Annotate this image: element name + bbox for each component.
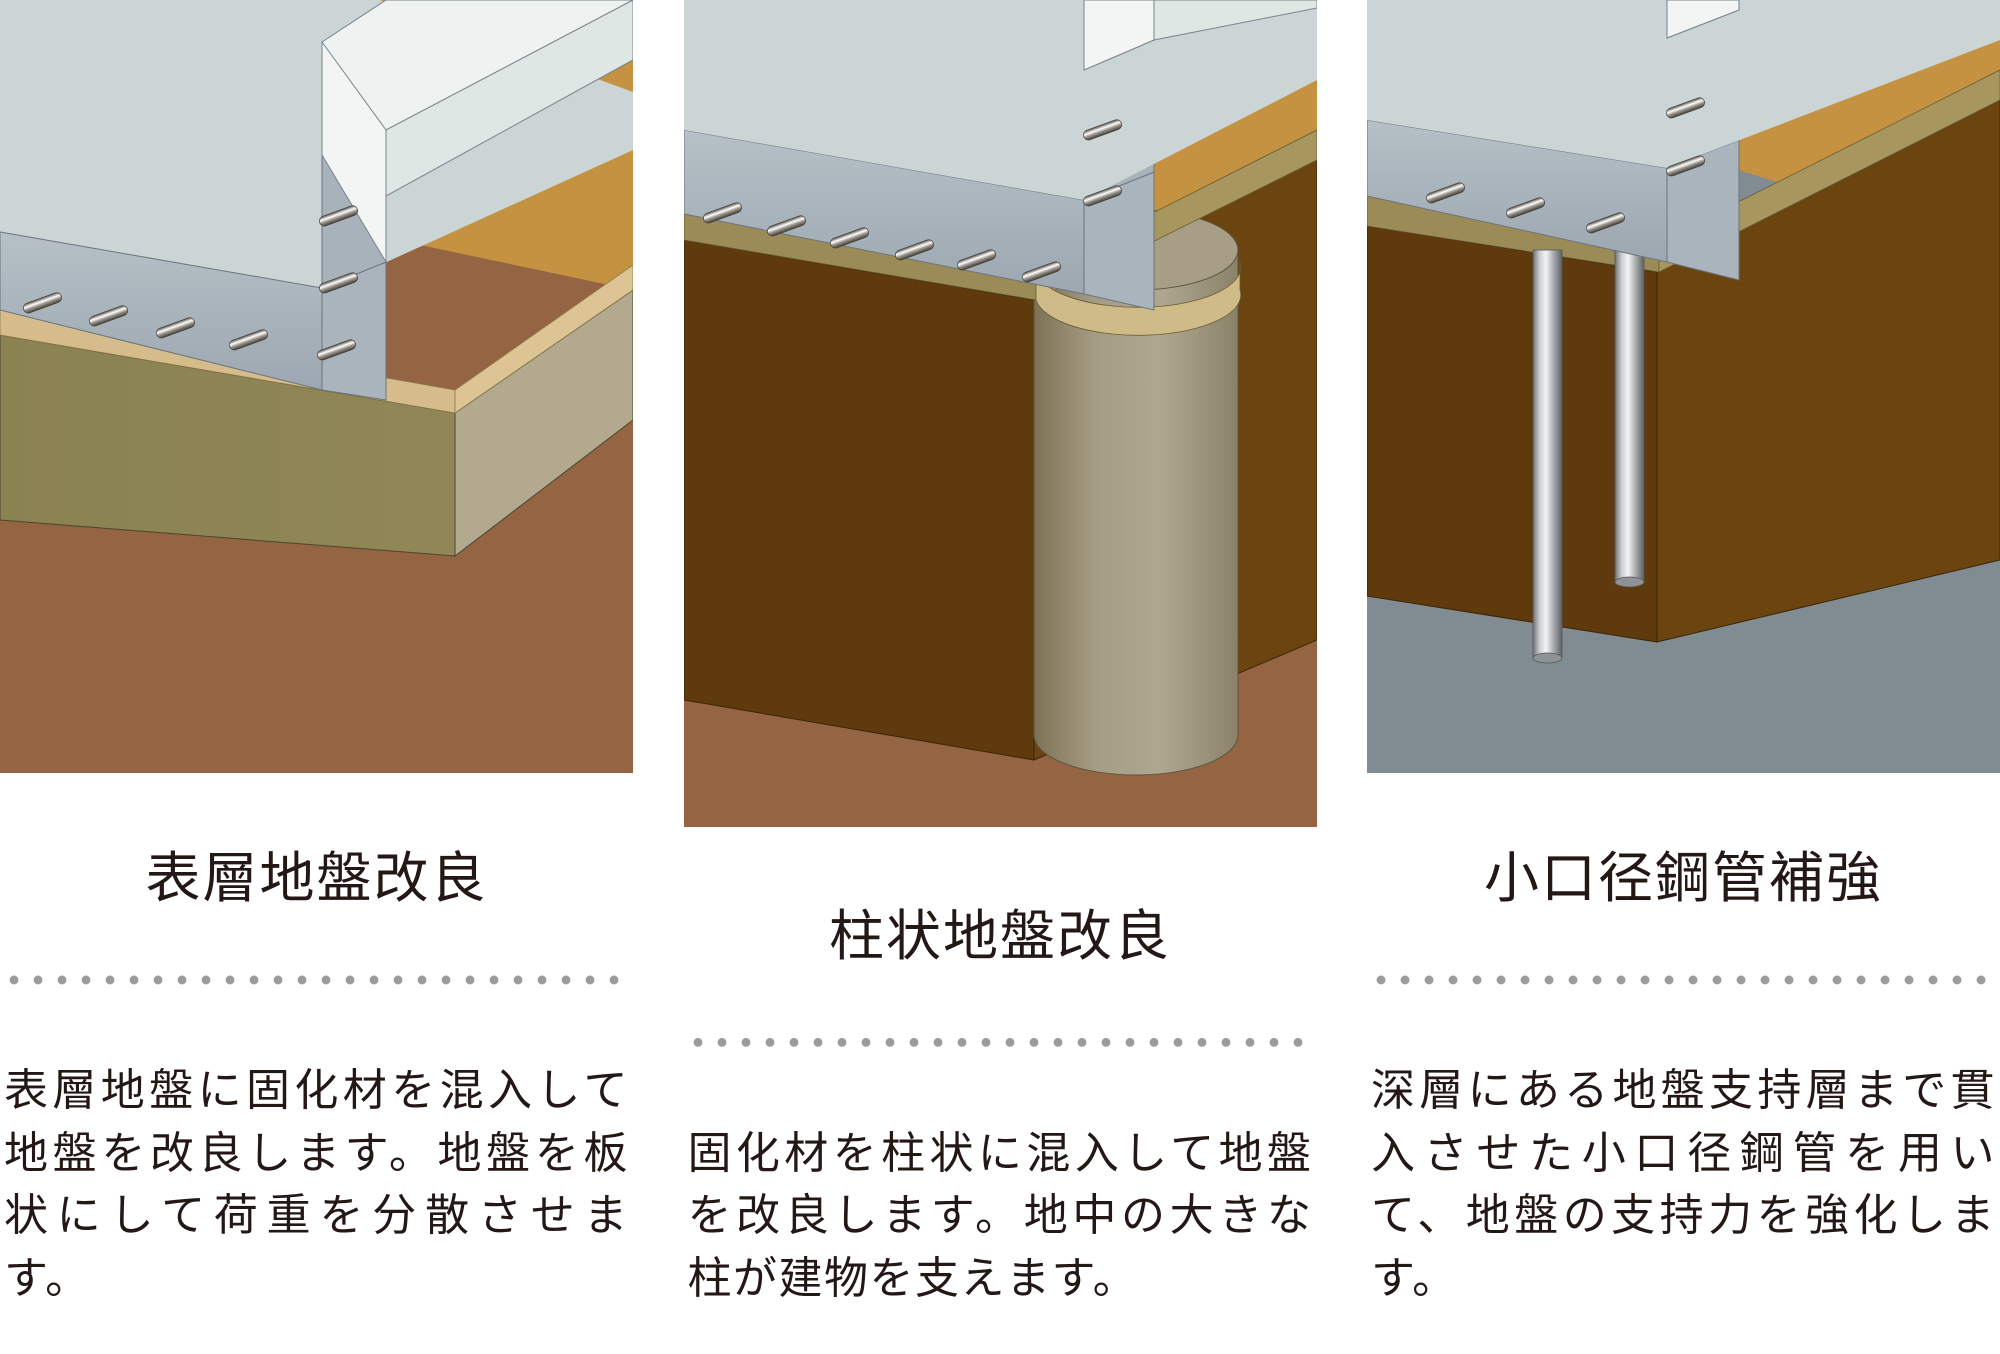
panel-title-surface: 表層地盤改良 <box>145 848 488 910</box>
panel-surface-ground-improvement: 表層地盤改良 表層地盤に固化材を混入して地盤を改良します。地盤を板状にして荷重を… <box>0 0 633 1354</box>
steel-pipe <box>1532 249 1563 664</box>
rebar-pin-row-front <box>23 292 356 361</box>
dotted-divider <box>685 1035 1315 1049</box>
rebar-pin-row-front <box>702 202 1061 283</box>
illustration-steel-pipe-reinforcement <box>1367 0 2000 773</box>
panel-title-column: 柱状地盤改良 <box>828 906 1171 968</box>
dotted-divider <box>2 974 631 987</box>
panel-caption-surface: 表層地盤に固化材を混入して地盤を改良します。地盤を板状にして荷重を分散させます。 <box>0 1030 633 1310</box>
surface-ground-improvement-svg <box>0 0 633 773</box>
caption-text: 表層地盤に固化材を混入して地盤を改良します。地盤を板状にして荷重を分散させます。 <box>4 1066 629 1303</box>
dotted-divider <box>1369 974 1998 987</box>
column-ground-improvement-svg <box>683 0 1317 827</box>
steel-pipe <box>1614 219 1645 588</box>
foundation-wall <box>1083 0 1317 71</box>
concrete-slab <box>683 0 1317 200</box>
caption-text: 固化材を柱状に混入して地盤を改良します。地中の大きな柱が建物を支えます。 <box>687 1128 1313 1303</box>
rebar-pin-row-side <box>319 205 358 294</box>
foundation-wall <box>321 0 633 264</box>
steel-pipe-reinforcement-svg <box>1367 0 2000 773</box>
foundation-wall <box>1666 0 1740 39</box>
rebar-pin-row-front <box>1426 182 1625 234</box>
rebar-pin-row-side <box>1666 97 1705 177</box>
illustration-surface-ground-improvement <box>0 0 633 773</box>
panel-steel-pipe-reinforcement: 小口径鋼管補強 深層にある地盤支持層まで貫入させた小口径鋼管を用いて、地盤の支持… <box>1367 0 2000 1354</box>
rebar-pin-row-side <box>1082 119 1122 207</box>
panel-caption-steel-pipe: 深層にある地盤支持層まで貫入させた小口径鋼管を用いて、地盤の支持力を強化します。 <box>1367 1030 2000 1310</box>
concrete-slab <box>1367 0 2000 168</box>
panel-column-ground-improvement: 柱状地盤改良 固化材を柱状に混入して地盤を改良します。地中の大きな柱が建物を支え… <box>683 0 1317 1354</box>
excavated-soil <box>1367 99 2000 643</box>
caption-text: 深層にある地盤支持層まで貫入させた小口径鋼管を用いて、地盤の支持力を強化します。 <box>1371 1066 1996 1303</box>
illustration-column-ground-improvement <box>683 0 1317 827</box>
panel-caption-column: 固化材を柱状に混入して地盤を改良します。地中の大きな柱が建物を支えます。 <box>684 1093 1317 1310</box>
panel-title-steel-pipe: 小口径鋼管補強 <box>1483 848 1883 910</box>
steel-pipe-group <box>1532 219 1645 664</box>
